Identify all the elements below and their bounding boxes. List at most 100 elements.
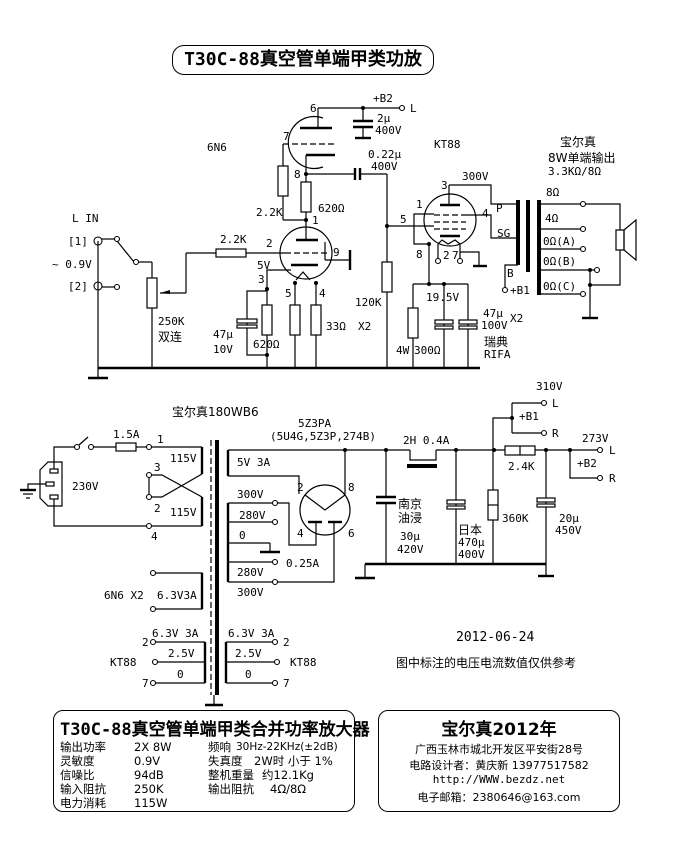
drop-resistor-value: 2.4K	[508, 460, 535, 473]
output-transformer: 宝尔真 8W单端输出 3.3KΩ/8Ω B +B1 8Ω 4Ω 0Ω(A) 0Ω…	[501, 134, 637, 320]
cap3-voltage: 450V	[555, 524, 582, 537]
kt88-cathode-cap-1	[434, 319, 454, 325]
decoupling-cap-voltage: 400V	[375, 124, 402, 137]
heater-6n6-label: 6N6 X2	[104, 589, 144, 602]
volume-pot[interactable]	[146, 277, 158, 309]
heater-resistor-count: X2	[358, 320, 371, 333]
cap1-brand: 南京	[398, 496, 422, 511]
power-switch[interactable]	[78, 436, 89, 446]
spec-right-val-3: 4Ω/8Ω	[270, 782, 307, 796]
driver-stage: 6N6 +B2 L 6 2μ 400V 7 2.2K 8 620Ω 1	[207, 92, 417, 368]
contact-website[interactable]: http://WWW.bezdz.net	[432, 773, 566, 786]
b1-r-label: R	[552, 427, 559, 440]
pot-note: 双连	[158, 329, 182, 344]
coupling-cap-value: 0.22μ	[368, 148, 401, 161]
choke-label: 2H 0.4A	[403, 434, 450, 447]
b2-label: +B2	[577, 457, 597, 470]
driver-supply-term: L	[410, 102, 417, 115]
spec-left-key-0: 输出功率	[60, 740, 106, 754]
b1-l-label: L	[552, 397, 559, 410]
hv-tap-280v-1: 280V	[239, 509, 266, 522]
b1-terminal[interactable]	[501, 286, 509, 294]
cathode-cap-voltage: 10V	[213, 343, 233, 356]
primary-pin-1: 1	[157, 433, 164, 446]
kt88-pin-3: 3	[441, 179, 448, 192]
b2-l-terminal[interactable]	[596, 446, 604, 454]
tap-0ohm-a: 0Ω(A)	[543, 235, 576, 248]
mains-voltage: 230V	[72, 480, 99, 493]
contact-designer: 电路设计者：黄庆新 13977517582	[409, 759, 589, 772]
schematic-title: T30C-88真空管单端甲类功放	[172, 45, 434, 75]
spec-panel: T30C-88真空管单端甲类合并功率放大器 输出功率 2X 8W 灵敏度 0.9…	[53, 710, 370, 812]
fuse	[115, 442, 137, 452]
pin-6: 6	[310, 102, 317, 115]
feedback-resistor	[277, 165, 289, 197]
schematic-note: 图中标注的电压电流数值仅供参考	[396, 655, 576, 670]
kt88-right-heater-bot: 0	[245, 668, 252, 681]
pin-3: 3	[258, 273, 265, 286]
kt88-cathode-cap-count: X2	[510, 312, 523, 325]
tap-0ohm-c: 0Ω(C)	[543, 280, 576, 293]
cap1-voltage: 420V	[397, 543, 424, 556]
kt88-left-heater-top: 6.3V 3A	[152, 627, 199, 640]
cap-brand-en: RIFA	[484, 348, 511, 361]
kt88-left-heater-mid: 2.5V	[168, 647, 195, 660]
ot-ratio: 3.3KΩ/8Ω	[548, 165, 601, 178]
tap-8ohm: 8Ω	[546, 186, 560, 199]
b2-input-terminal[interactable]	[398, 104, 406, 112]
primary-p-label: P	[496, 202, 503, 215]
kt88-cathode-resistor-value: 300Ω	[414, 344, 441, 357]
schematic-date: 2012-06-24	[456, 630, 534, 645]
heater-6n6-spec: 6.3V3A	[157, 589, 197, 602]
pin-9: 9	[333, 246, 340, 259]
cathode-cap	[236, 318, 258, 324]
spec-right-val-0: 30Hz-22KHz(±2dB)	[236, 741, 338, 753]
primary-pin-2: 2	[154, 502, 161, 515]
output-tube-icon	[423, 193, 477, 247]
heater-resistor-1	[289, 304, 301, 336]
pin-8: 8	[294, 168, 301, 181]
output-stage: KT88 3 300V P 4 SG 1 5 8 2 7 4W 300Ω	[387, 138, 523, 368]
heater-resistor-2	[310, 304, 322, 336]
bleeder-value: 360K	[502, 512, 529, 525]
rect-heater-label: 5V 3A	[237, 456, 270, 469]
contact-email[interactable]: 电子邮箱：2380646@163.com	[417, 791, 581, 804]
spec-left-key-2: 信噪比	[60, 768, 95, 782]
kt88-cathode-resistor	[407, 307, 419, 339]
cap-brand: 瑞典	[484, 335, 508, 349]
hv-tap-300v-2: 300V	[237, 586, 264, 599]
input-label: L IN	[72, 212, 99, 225]
spec-left-val-1: 0.9V	[134, 754, 161, 768]
contact-brand: 宝尔真2012年	[441, 720, 557, 740]
hv-current: 0.25A	[286, 557, 319, 570]
plate-resistor	[300, 181, 312, 213]
cap1-value: 30μ	[400, 530, 420, 543]
hv-tap-300v-1: 300V	[237, 488, 264, 501]
b1-l-terminal[interactable]	[540, 399, 548, 407]
feedback-resistor-value: 2.2K	[256, 206, 283, 219]
kt88-cathode-cap-voltage: 100V	[481, 319, 508, 332]
cap2-voltage: 400V	[458, 548, 485, 561]
kt88-left-heater-bot: 0	[177, 668, 184, 681]
contact-panel: 宝尔真2012年 广西玉林市城北开发区平安街28号 电路设计者：黄庆新 1397…	[378, 710, 620, 812]
b1-r-terminal[interactable]	[540, 429, 548, 437]
primary-115v-2: 115V	[170, 506, 197, 519]
tap-0ohm-b: 0Ω(B)	[543, 255, 576, 268]
grid-resistor-value: 2.2K	[220, 233, 247, 246]
primary-115v-1: 115V	[170, 452, 197, 465]
power-supply: 宝尔真180WB6 230V 1.5A 1 4 115V 115V 3 2	[20, 380, 616, 707]
pin-2: 2	[266, 237, 273, 250]
b1-voltage: 310V	[536, 380, 563, 393]
ot-brand: 宝尔真	[560, 134, 596, 149]
b2-r-terminal[interactable]	[596, 474, 604, 482]
b2-r-label: R	[609, 472, 616, 485]
filter-cap-3	[536, 497, 556, 503]
spec-left-val-4: 115W	[134, 796, 168, 810]
input-selector-switch[interactable]	[116, 240, 135, 263]
grid-leak-resistor	[381, 261, 393, 293]
spec-right-val-1: 2W时 小于 1%	[254, 754, 333, 768]
spec-right-key-0: 频响	[208, 740, 231, 754]
ot-supply-label: +B1	[510, 284, 530, 297]
kt88-cathode-cap-value: 47μ	[483, 307, 503, 320]
kt88-pin-2: 2	[443, 249, 450, 262]
